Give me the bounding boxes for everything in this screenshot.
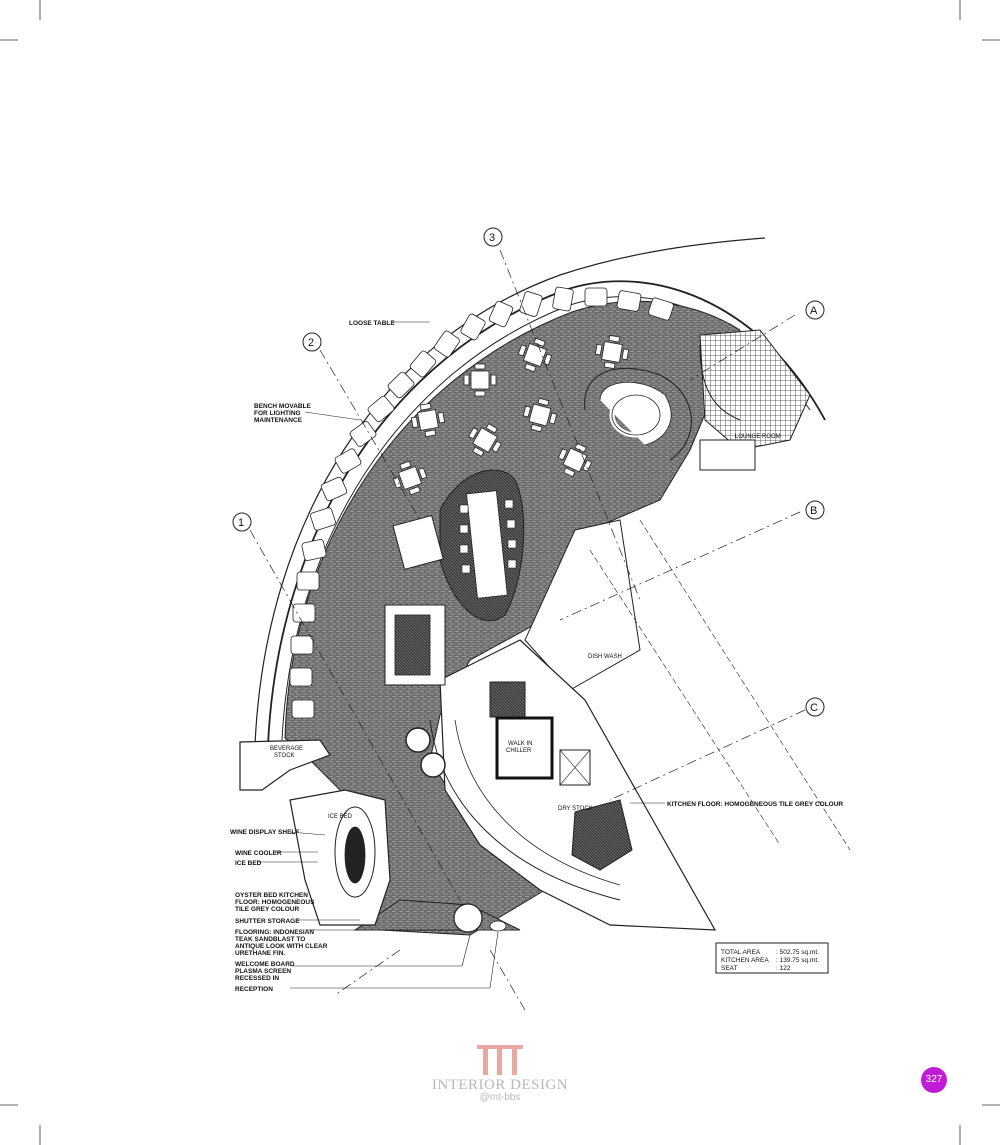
oyster-bar: ICE BED xyxy=(289,789,391,926)
flooring-callout-3: ANTIQUE LOOK WITH CLEAR xyxy=(235,943,328,950)
dining-tables xyxy=(392,334,630,496)
plasma-callout-2: RECESSED IN xyxy=(235,975,279,982)
welcome-callout: WELCOME BOARD xyxy=(235,961,295,968)
wine-cooler-callout: WINE COOLER xyxy=(235,850,282,857)
summary-label-seat: SEAT xyxy=(721,965,738,972)
axis-a-label: A xyxy=(810,305,818,317)
columns xyxy=(405,727,507,933)
beverage-label-2: STOCK xyxy=(274,753,295,759)
watermark-subtext: @mt-bbs xyxy=(479,1092,521,1103)
summary-value-total: : 502.75 sq.mt. xyxy=(776,949,819,956)
watermark-logo-mark xyxy=(475,1043,525,1075)
bench-seats xyxy=(289,286,674,719)
lounge-room: LOUNGE ROOM xyxy=(699,329,811,471)
axis-2-label: 2 xyxy=(308,337,314,349)
dry-stock-label: DRY STOCK xyxy=(558,806,593,812)
bench-callout-1: BENCH MOVABLE xyxy=(254,403,312,410)
axis-bubbles xyxy=(232,227,825,717)
bench-callout-2: FOR LIGHTING xyxy=(254,410,301,417)
beverage-stock-room: BEVERAGE STOCK xyxy=(239,739,331,791)
axis-b-label: B xyxy=(810,505,817,517)
reception-callout: RECEPTION xyxy=(235,986,273,993)
communal-table xyxy=(439,469,525,622)
axis-c-label: C xyxy=(810,702,818,714)
axis-3-label: 3 xyxy=(489,232,495,244)
summary-value-seat: : 122 xyxy=(776,965,791,972)
walk-in-label-2: CHILLER xyxy=(506,748,532,754)
summary-label-total: TOTAL AREA xyxy=(721,949,761,956)
oyster-callout-2: FLOOR: HOMOGENEOUS xyxy=(235,899,315,906)
wine-display-callout: WINE DISPLAY SHELF xyxy=(230,829,299,836)
summary-label-kitchen: KITCHEN AREA xyxy=(721,957,769,964)
flooring-callout-1: FLOORING: INDONESIAN xyxy=(235,929,314,936)
leader-lines xyxy=(258,321,665,989)
summary-value-kitchen: : 139.75 sq.mt. xyxy=(776,957,819,964)
ice-bed-room-label: ICE BED xyxy=(328,814,353,820)
outer-dimension-lines xyxy=(589,519,851,851)
axis-1-label: 1 xyxy=(238,517,244,529)
dish-wash-label: DISH WASH xyxy=(588,654,622,660)
beverage-label-1: BEVERAGE xyxy=(270,746,303,752)
flooring-callout-2: TEAK SANDBLAST TO xyxy=(235,936,305,943)
walk-in-chiller: WALK IN CHILLER xyxy=(489,681,591,786)
lounge-room-label: LOUNGE ROOM xyxy=(735,434,781,440)
round-booth xyxy=(584,368,692,461)
watermark-text: INTERIOR DESIGN xyxy=(431,1077,569,1093)
oyster-callout-1: OYSTER BED KITCHEN xyxy=(235,892,308,899)
area-summary-box: TOTAL AREA : 502.75 sq.mt. KITCHEN AREA … xyxy=(715,942,829,974)
flooring-callout-4: URETHANE FIN. xyxy=(235,950,285,957)
dry-stock-room: DRY STOCK xyxy=(558,799,633,871)
interior-design-watermark: INTERIOR DESIGN @mt-bbs xyxy=(420,1043,580,1103)
bench-callout-3: MAINTENANCE xyxy=(254,417,303,424)
page-number-badge: 327 xyxy=(921,1067,947,1093)
ice-bed-callout: ICE BED xyxy=(235,860,262,867)
kitchen-floor-callout: KITCHEN FLOOR: HOMOGENEOUS TILE GREY COL… xyxy=(667,801,843,808)
loose-table-callout: LOOSE TABLE xyxy=(349,320,395,327)
walk-in-label-1: WALK IN xyxy=(508,741,532,747)
shutter-callout: SHUTTER STORAGE xyxy=(235,918,300,925)
axis-grid-lines xyxy=(249,249,806,1011)
plasma-callout-1: PLASMA SCREEN xyxy=(235,968,291,975)
prep-block xyxy=(384,514,446,686)
oyster-callout-3: TILE GREY COLOUR xyxy=(235,906,299,913)
